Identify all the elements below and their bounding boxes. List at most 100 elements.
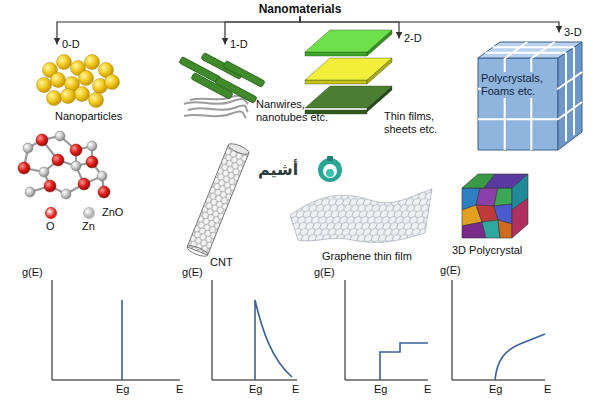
zno-lattice	[87, 141, 97, 151]
dos-curve	[380, 343, 428, 380]
graphene-sheet	[290, 189, 432, 242]
caption-label: 3D Polycrystal	[452, 244, 522, 257]
nanowire-bundle	[184, 96, 248, 118]
zno-lattice	[70, 144, 82, 156]
caption-label: Polycrystals, Foams etc.	[481, 72, 557, 98]
nanowire-bundle	[179, 53, 265, 118]
zno-lattice	[18, 134, 110, 198]
caption-label: Graphene thin film	[322, 250, 412, 263]
watermark-logo	[326, 169, 334, 177]
carbon-nanotube	[186, 142, 250, 259]
caption-label: Nanoparticles	[55, 110, 122, 123]
thin-film-stack	[305, 30, 392, 52]
legend-text: O	[46, 220, 55, 233]
node-text: Nanomaterials	[259, 2, 342, 16]
caption-label: CNT	[210, 256, 233, 269]
dos-curve	[122, 300, 545, 380]
tree-connector	[300, 16, 399, 38]
zno-lattice	[97, 171, 107, 181]
axis-label: g(E)	[22, 266, 43, 279]
zno-lattice	[86, 156, 98, 168]
nanowire-bundle	[190, 96, 246, 100]
tree-connector	[300, 16, 559, 32]
node-text: 2-D	[404, 32, 422, 45]
formula-label: ZnO	[102, 206, 123, 219]
legend-swatch	[83, 207, 95, 219]
zno-lattice	[44, 180, 56, 192]
dos-curve	[495, 334, 545, 380]
graph-axes	[212, 280, 297, 380]
thin-film-stack	[305, 80, 367, 84]
polycrystal-cube	[558, 42, 582, 150]
polycrystal-grains	[512, 198, 528, 238]
zno-lattice	[18, 131, 110, 199]
polycrystal-cube	[478, 58, 558, 150]
axis-label: g(E)	[314, 266, 335, 279]
zno-lattice	[23, 143, 33, 153]
axis-label: Eg	[116, 383, 129, 396]
node-text: 3-D	[564, 26, 582, 39]
axis-label: Eg	[249, 383, 262, 396]
nanoparticle-cluster	[37, 55, 120, 108]
category-label: 0-D	[60, 38, 82, 51]
zno-lattice	[78, 178, 90, 190]
nanoparticle-cluster	[85, 55, 100, 70]
node-text: 0-D	[62, 38, 80, 51]
watermark-text: أشيم	[258, 160, 298, 179]
axis-label: E	[424, 383, 431, 396]
watermark-logo	[327, 156, 333, 161]
zno-lattice	[25, 187, 35, 197]
thin-film-stack	[305, 52, 367, 56]
category-label: 3-D	[562, 26, 584, 39]
zno-lattice	[23, 131, 107, 199]
zno-lattice	[71, 161, 81, 171]
zno-lattice	[39, 167, 49, 177]
polycrystal-grains	[498, 220, 512, 238]
nanoparticle-cluster	[57, 55, 72, 70]
node-text: 1-D	[230, 38, 248, 51]
watermark-logo	[318, 158, 342, 182]
axis-label: Eg	[374, 383, 387, 396]
graph-axes	[452, 280, 545, 380]
nanoparticle-cluster	[47, 91, 62, 106]
carbon-nanotube	[186, 244, 209, 259]
nanoparticle-cluster	[79, 71, 94, 86]
nanoparticle-cluster	[105, 75, 120, 90]
nanoparticle-cluster	[89, 93, 104, 108]
carbon-nanotube	[187, 145, 249, 255]
axis-label: E	[292, 383, 299, 396]
polycrystal-grains	[462, 174, 528, 238]
nanoparticle-cluster	[51, 73, 66, 88]
zno-lattice	[98, 186, 110, 198]
axis-label: E	[176, 383, 183, 396]
caption-label: Nanwires, nanotubes etc.	[256, 98, 340, 124]
watermark-logo	[318, 156, 342, 182]
legend-swatch	[45, 207, 57, 219]
nanoparticle-cluster	[37, 78, 52, 93]
polycrystal-cube	[478, 42, 582, 150]
zno-lattice	[52, 154, 64, 166]
nanoparticle-cluster	[61, 89, 76, 104]
carbon-nanotube	[227, 142, 250, 157]
zno-lattice	[61, 189, 71, 199]
zno-lattice	[55, 131, 65, 141]
thin-film-stack	[305, 30, 392, 114]
graph-axes	[345, 280, 428, 380]
polycrystal-grains	[494, 188, 512, 206]
dos-curve	[121, 300, 123, 380]
thin-film-stack	[305, 86, 392, 108]
nanowire-bundle	[184, 111, 246, 118]
graphene-sheet	[290, 189, 432, 242]
root-heading: Nanomaterials	[257, 2, 344, 16]
tree-connector	[57, 16, 300, 44]
nanoparticle-cluster	[75, 87, 90, 102]
category-label: 2-D	[402, 32, 424, 45]
category-label: 1-D	[228, 38, 250, 51]
graph-axes	[52, 280, 545, 380]
dos-curve	[255, 300, 292, 380]
graph-axes	[52, 280, 180, 380]
legend-text: Zn	[82, 220, 95, 233]
